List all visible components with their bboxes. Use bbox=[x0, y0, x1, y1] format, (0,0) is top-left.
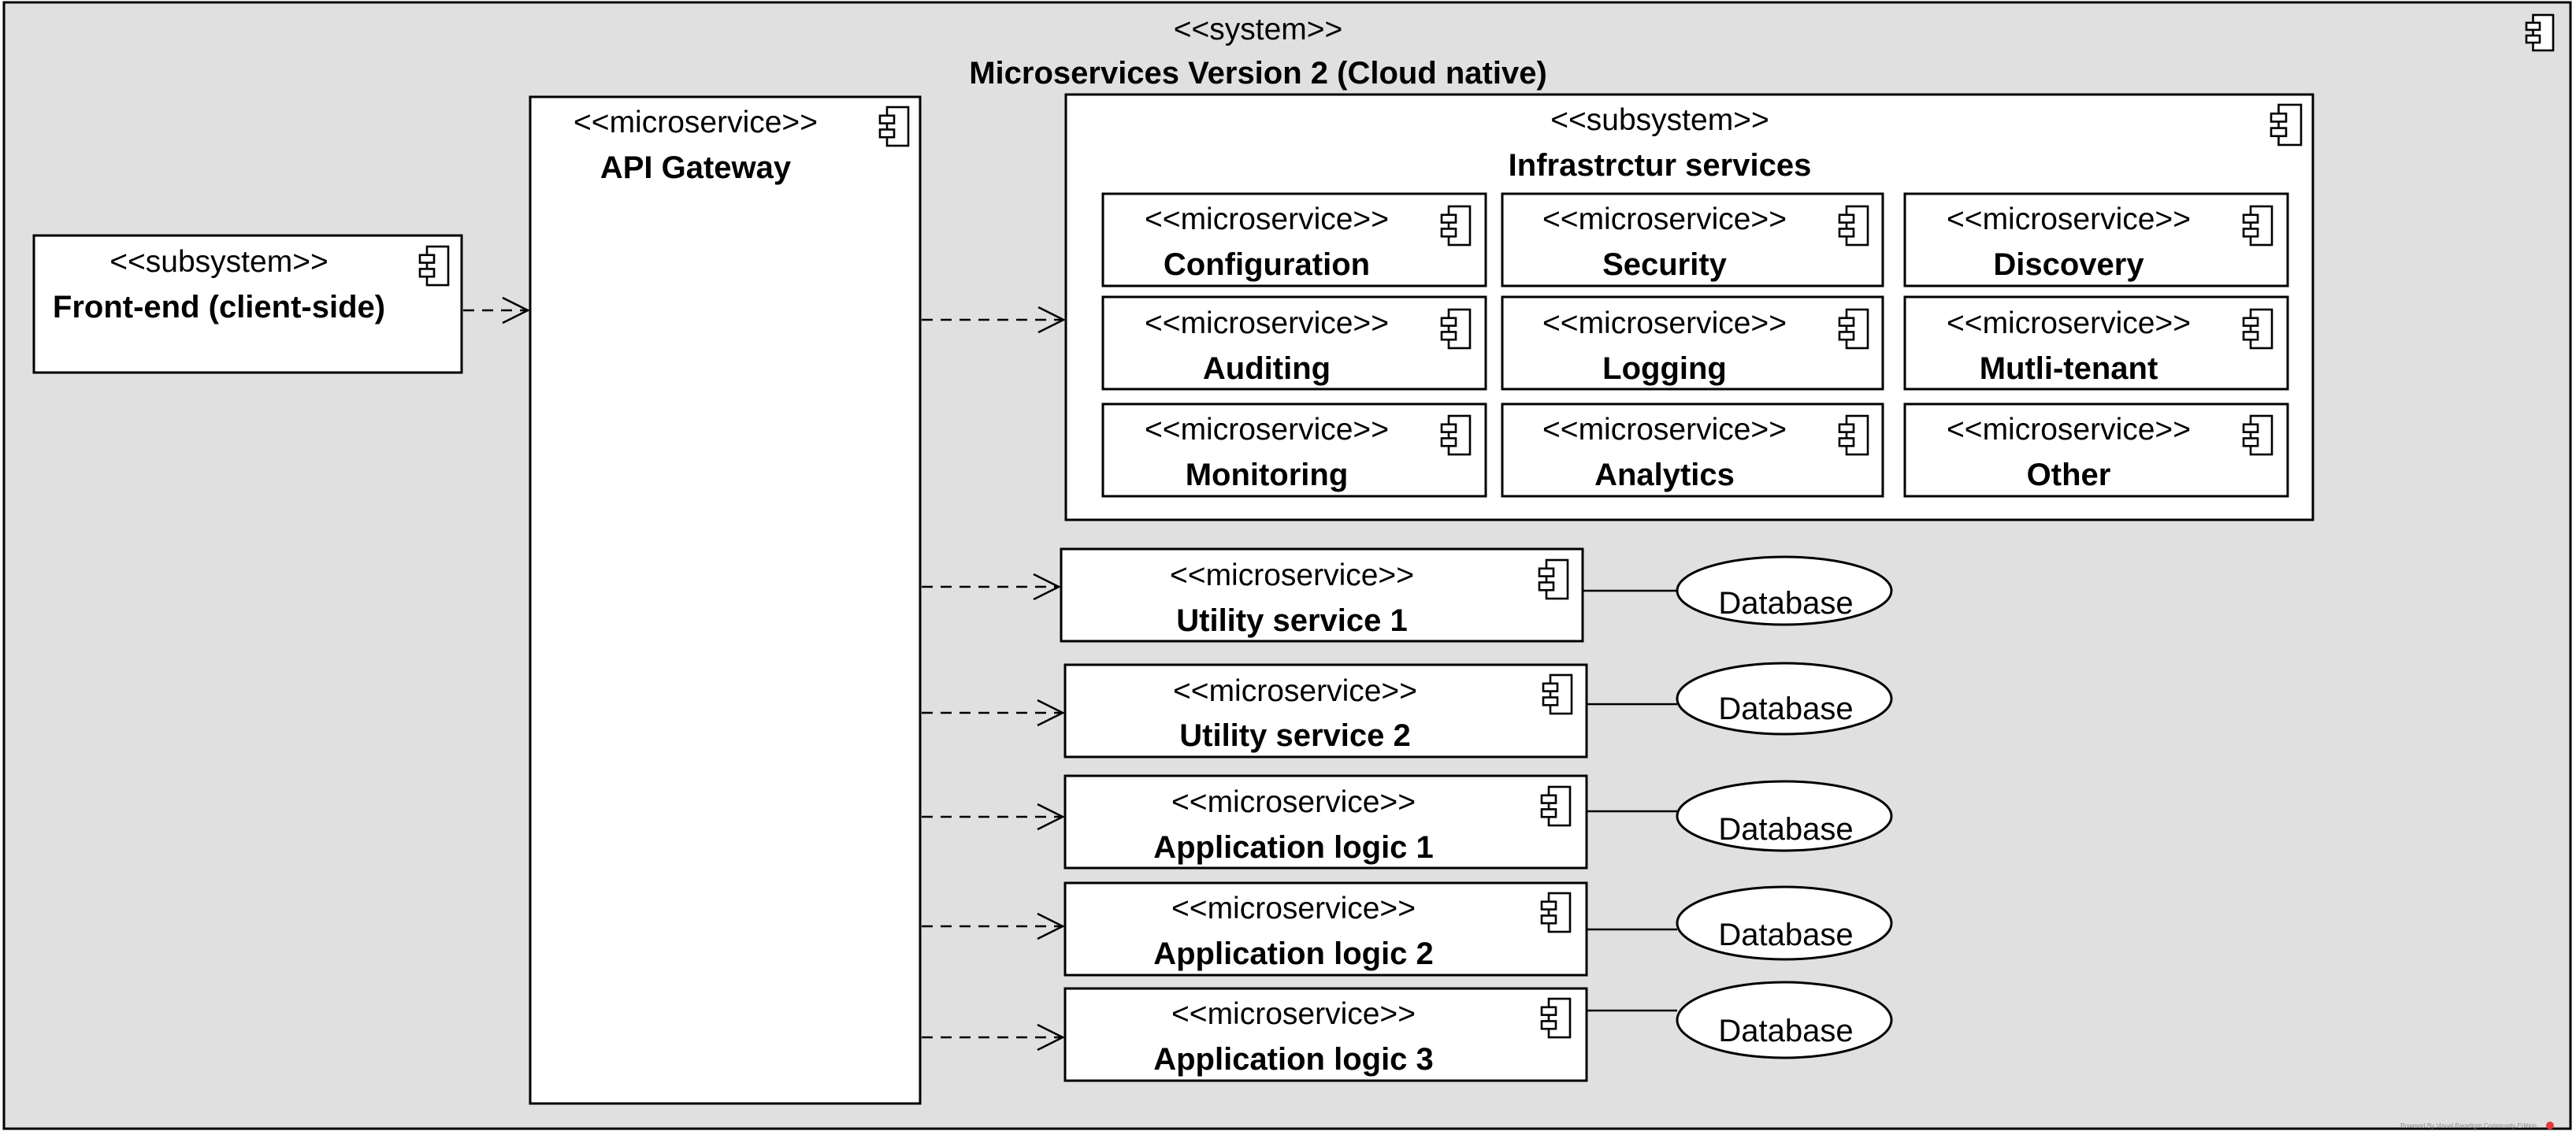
infra-service-stereotype: <<microservice>> bbox=[1145, 202, 1389, 236]
database-application-logic-2[interactable]: Database bbox=[1676, 885, 1893, 961]
component-icon bbox=[2242, 308, 2273, 350]
system-name: Microservices Version 2 (Cloud native) bbox=[969, 56, 1547, 91]
infra-service-name: Other bbox=[2027, 458, 2111, 492]
api-gateway-component-icon bbox=[878, 106, 910, 147]
microservice-stereotype: <<microservice>> bbox=[1173, 674, 1417, 708]
microservice-name: Utility service 2 bbox=[1179, 718, 1411, 753]
frontend-name: Front-end (client-side) bbox=[53, 290, 385, 325]
component-icon bbox=[1542, 673, 1573, 715]
component-icon bbox=[1440, 205, 1472, 247]
infra-service-name: Analytics bbox=[1594, 458, 1735, 492]
microservice-application-logic-3[interactable]: <<microservice>> Application logic 3 bbox=[1063, 987, 1588, 1082]
microservice-name: Application logic 3 bbox=[1153, 1042, 1434, 1077]
database-label: Database bbox=[1718, 918, 1853, 952]
dependency-gateway-to-application-logic-1 bbox=[922, 803, 1065, 831]
microservice-stereotype: <<microservice>> bbox=[1171, 785, 1416, 819]
api-gateway-name: API Gateway bbox=[600, 150, 792, 185]
infrastructure-stereotype: <<subsystem>> bbox=[1550, 103, 1769, 137]
database-application-logic-3[interactable]: Database bbox=[1676, 981, 1893, 1059]
component-icon bbox=[1540, 785, 1572, 827]
infra-service-stereotype: <<microservice>> bbox=[1145, 306, 1389, 340]
dependency-frontend-to-gateway bbox=[463, 296, 530, 325]
component-icon bbox=[1540, 997, 1572, 1039]
component-icon bbox=[1838, 308, 1869, 350]
dependency-gateway-to-utility-service-1 bbox=[922, 573, 1061, 601]
microservice-stereotype: <<microservice>> bbox=[1171, 892, 1416, 925]
infra-service-stereotype: <<microservice>> bbox=[1542, 306, 1787, 340]
infra-service-stereotype: <<microservice>> bbox=[1542, 202, 1787, 236]
infra-service-stereotype: <<microservice>> bbox=[1542, 413, 1787, 447]
database-label: Database bbox=[1718, 812, 1853, 847]
infra-service-name: Security bbox=[1602, 247, 1728, 282]
infra-service-monitoring[interactable]: <<microservice>> Monitoring bbox=[1101, 402, 1487, 498]
database-label: Database bbox=[1718, 1014, 1853, 1048]
system-stereotype: <<system>> bbox=[1174, 13, 1343, 46]
dependency-gateway-to-application-logic-2 bbox=[922, 912, 1065, 940]
component-icon bbox=[1540, 892, 1572, 933]
infra-service-stereotype: <<microservice>> bbox=[1947, 306, 2191, 340]
database-label: Database bbox=[1718, 586, 1853, 621]
dependency-gateway-to-utility-service-2 bbox=[922, 699, 1065, 727]
infra-service-discovery[interactable]: <<microservice>> Discovery bbox=[1903, 192, 2289, 287]
microservice-application-logic-2[interactable]: <<microservice>> Application logic 2 bbox=[1063, 881, 1588, 977]
microservice-name: Application logic 2 bbox=[1153, 937, 1434, 971]
infrastructure-name: Infrastrctur services bbox=[1509, 148, 1812, 183]
api-gateway-box[interactable] bbox=[529, 95, 922, 1105]
infra-service-configuration[interactable]: <<microservice>> Configuration bbox=[1101, 192, 1487, 287]
component-icon bbox=[2242, 414, 2273, 456]
infra-service-name: Auditing bbox=[1203, 351, 1331, 386]
database-label: Database bbox=[1718, 692, 1853, 726]
infrastructure-component-icon bbox=[2270, 103, 2303, 147]
infra-service-other[interactable]: <<microservice>> Other bbox=[1903, 402, 2289, 498]
database-utility-service-1[interactable]: Database bbox=[1676, 555, 1893, 626]
infra-service-name: Logging bbox=[1602, 351, 1727, 386]
database-utility-service-2[interactable]: Database bbox=[1676, 662, 1893, 736]
infra-service-stereotype: <<microservice>> bbox=[1145, 413, 1389, 447]
database-application-logic-1[interactable]: Database bbox=[1676, 780, 1893, 852]
dependency-gateway-to-application-logic-3 bbox=[922, 1023, 1065, 1052]
frontend-component-icon bbox=[418, 245, 450, 287]
microservice-utility-service-1[interactable]: <<microservice>> Utility service 1 bbox=[1060, 547, 1584, 643]
component-icon bbox=[1838, 205, 1869, 247]
infra-service-logging[interactable]: <<microservice>> Logging bbox=[1501, 295, 1884, 391]
infra-service-stereotype: <<microservice>> bbox=[1947, 202, 2191, 236]
infra-service-auditing[interactable]: <<microservice>> Auditing bbox=[1101, 295, 1487, 391]
microservice-utility-service-2[interactable]: <<microservice>> Utility service 2 bbox=[1063, 663, 1588, 759]
component-icon bbox=[1838, 414, 1869, 456]
infra-service-name: Monitoring bbox=[1186, 458, 1349, 492]
frontend-box[interactable] bbox=[32, 234, 463, 374]
microservice-stereotype: <<microservice>> bbox=[1171, 997, 1416, 1031]
api-gateway-stereotype: <<microservice>> bbox=[573, 106, 818, 139]
watermark-logo-icon bbox=[2546, 1122, 2554, 1129]
component-icon bbox=[1538, 558, 1569, 600]
microservice-name: Utility service 1 bbox=[1176, 603, 1408, 638]
infra-service-name: Configuration bbox=[1164, 247, 1370, 282]
microservice-stereotype: <<microservice>> bbox=[1170, 558, 1414, 592]
infra-service-name: Discovery bbox=[1993, 247, 2144, 282]
watermark-text: Powered By Visual Paradigm Community Edi… bbox=[2400, 1122, 2537, 1129]
microservice-name: Application logic 1 bbox=[1153, 830, 1434, 865]
component-icon bbox=[2242, 205, 2273, 247]
component-icon bbox=[1440, 308, 1472, 350]
frontend-stereotype: <<subsystem>> bbox=[109, 245, 328, 279]
infra-service-security[interactable]: <<microservice>> Security bbox=[1501, 192, 1884, 287]
microservice-application-logic-1[interactable]: <<microservice>> Application logic 1 bbox=[1063, 774, 1588, 870]
system-component-icon bbox=[2525, 13, 2555, 52]
dependency-gateway-to-infrastructure bbox=[922, 306, 1066, 334]
infra-service-stereotype: <<microservice>> bbox=[1947, 413, 2191, 447]
component-icon bbox=[1440, 414, 1472, 456]
infra-service-name: Mutli-tenant bbox=[1980, 351, 2158, 386]
infra-service-analytics[interactable]: <<microservice>> Analytics bbox=[1501, 402, 1884, 498]
infra-service-multi-tenant[interactable]: <<microservice>> Mutli-tenant bbox=[1903, 295, 2289, 391]
